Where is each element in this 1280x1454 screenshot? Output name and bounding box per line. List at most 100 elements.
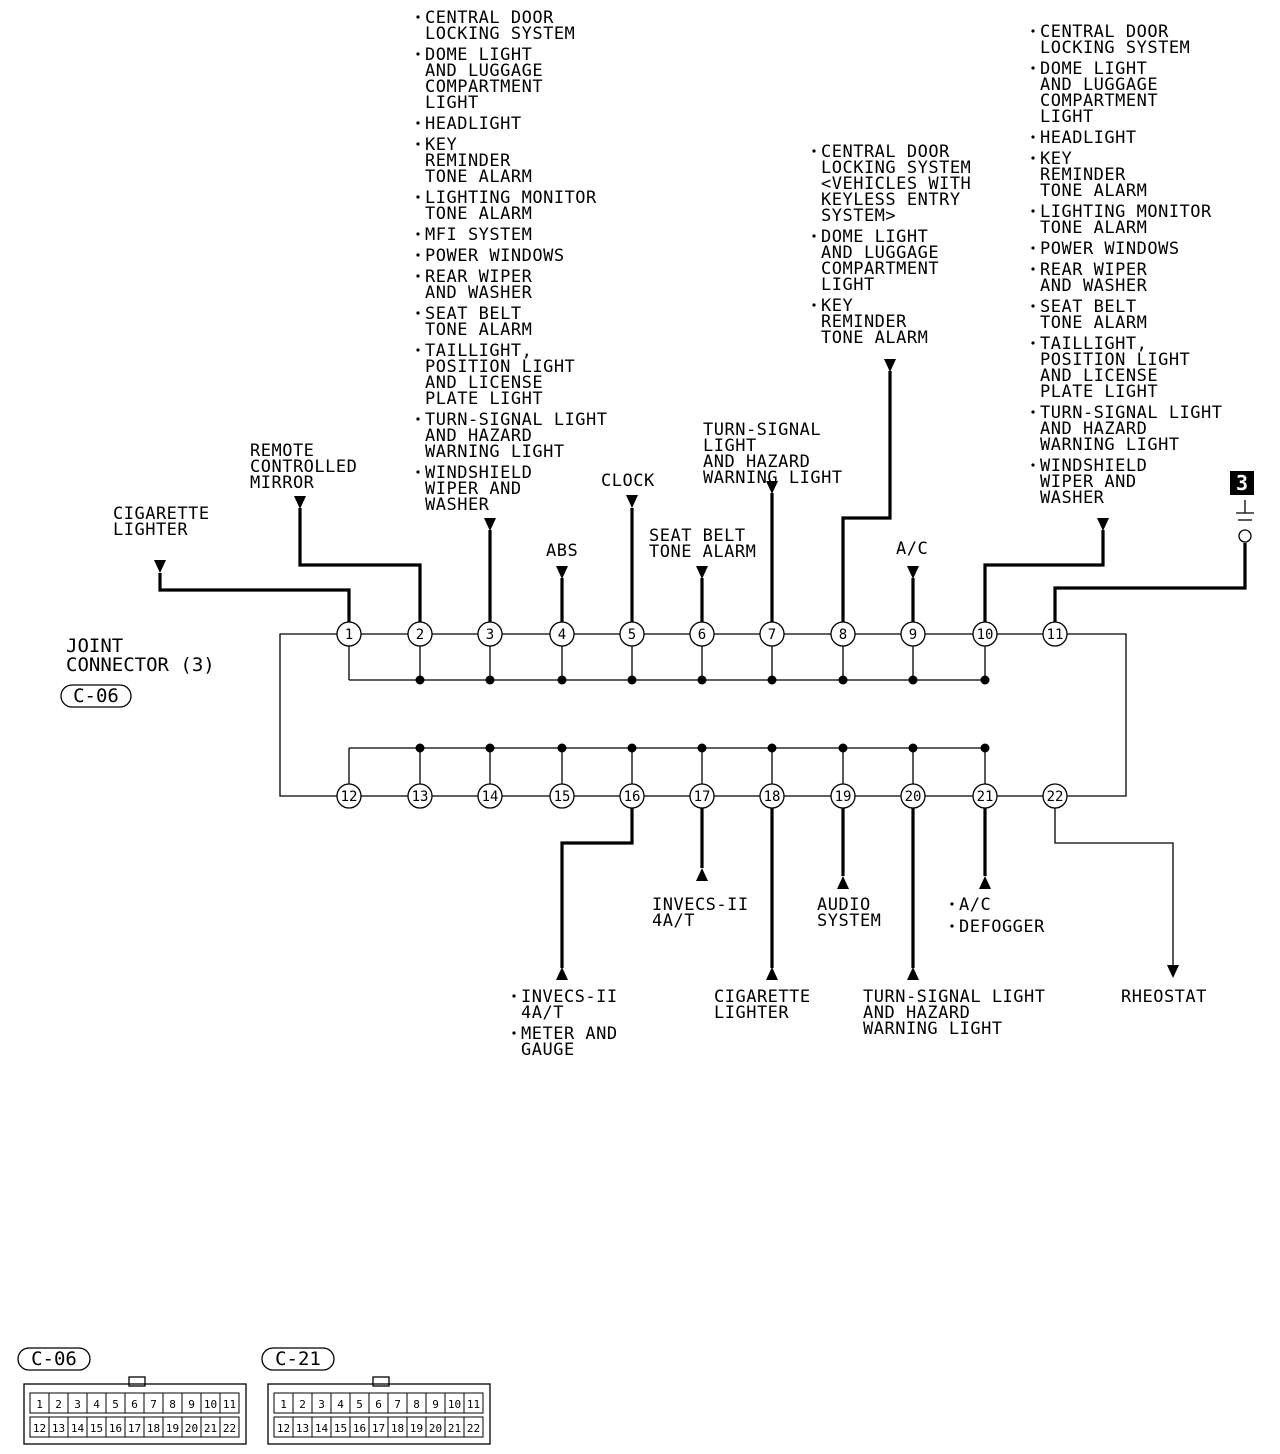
- bullet-dot: [416, 348, 420, 352]
- label-pin-19: SYSTEM: [817, 911, 881, 931]
- pin-number: 7: [768, 627, 776, 643]
- arrow-down-icon: [1097, 518, 1109, 531]
- label-pin-2: MIRROR: [250, 473, 315, 493]
- label-pin-2: CONTROLLED: [250, 457, 357, 477]
- pin-circle: [900, 783, 926, 809]
- terminal-number: 2: [299, 1398, 306, 1411]
- pin-number: 19: [835, 789, 852, 805]
- terminal-number: 10: [448, 1398, 461, 1411]
- connector-face-shell: [23, 1383, 247, 1445]
- pin-circle: [619, 621, 645, 647]
- label-pin-10: REMINDER: [1040, 165, 1126, 185]
- terminal-number: 21: [448, 1422, 461, 1435]
- junction-dot: [485, 675, 495, 685]
- label-pin-18: CIGARETTE: [714, 987, 811, 1007]
- pin-circle: [619, 783, 645, 809]
- terminal-number: 4: [93, 1398, 100, 1411]
- bullet-dot: [1031, 156, 1035, 160]
- pins-layer: [336, 621, 1068, 809]
- junction-dot: [627, 743, 637, 753]
- label-pin-3: WINDSHIELD: [425, 463, 532, 483]
- label-pin-18: LIGHTER: [714, 1003, 789, 1023]
- label-pin-8: LOCKING SYSTEM: [821, 158, 971, 178]
- terminal-number: 17: [128, 1422, 141, 1435]
- label-pin-3: TURN-SIGNAL LIGHT: [425, 410, 608, 430]
- label-pin-1: LIGHTER: [113, 520, 188, 540]
- terminal-number: 15: [90, 1422, 103, 1435]
- pin-circle: [759, 621, 785, 647]
- junction-dot: [485, 743, 495, 753]
- label-pin-16: GAUGE: [521, 1040, 575, 1060]
- label-pin-10: TONE ALARM: [1040, 218, 1147, 238]
- label-pin-3: REAR WIPER: [425, 267, 533, 287]
- label-pin-10: AND HAZARD: [1040, 419, 1147, 439]
- bullet-dot: [950, 902, 954, 906]
- label-pin-3: KEY: [425, 135, 457, 155]
- junction-dot: [980, 675, 990, 685]
- junction-dot: [557, 675, 567, 685]
- bullet-dot: [416, 470, 420, 474]
- terminal-number: 16: [109, 1422, 122, 1435]
- pin-number: 9: [909, 627, 917, 643]
- label-pin-8: LIGHT: [821, 275, 875, 295]
- bullet-dot: [950, 924, 954, 928]
- pin-number: 11: [1047, 627, 1064, 643]
- terminal-number: 20: [429, 1422, 442, 1435]
- bullet-dot: [812, 149, 816, 153]
- terminal-number: 3: [318, 1398, 325, 1411]
- face-id-badge: [261, 1347, 335, 1371]
- wire-pin-1: [158, 573, 351, 622]
- terminal-number: 8: [413, 1398, 420, 1411]
- label-pin-10: POSITION LIGHT: [1040, 350, 1190, 370]
- label-pin-3: DOME LIGHT: [425, 45, 532, 65]
- pin-number: 22: [1047, 789, 1064, 805]
- terminal-number: 19: [166, 1422, 179, 1435]
- wire-pin-8: [841, 371, 892, 622]
- pin-number: 15: [554, 789, 571, 805]
- label-pin-20: TURN-SIGNAL LIGHT: [863, 987, 1046, 1007]
- ground-number-badge: [1230, 471, 1254, 495]
- label-pin-10: LIGHTING MONITOR: [1040, 202, 1212, 222]
- label-pin-3: POWER WINDOWS: [425, 246, 565, 266]
- pin-number: 21: [977, 789, 994, 805]
- label-pin-10: AND LICENSE: [1040, 366, 1158, 386]
- junction-dot: [697, 743, 707, 753]
- bullet-dot: [512, 1031, 516, 1035]
- terminal-number: 12: [33, 1422, 46, 1435]
- pin-number: 4: [558, 627, 566, 643]
- pin-circle: [407, 783, 433, 809]
- label-pin-10: SEAT BELT: [1040, 297, 1137, 317]
- label-pin-10: DOME LIGHT: [1040, 59, 1147, 79]
- arrow-down-icon: [907, 566, 919, 579]
- junction-dot: [767, 675, 777, 685]
- label-pin-21: DEFOGGER: [959, 917, 1045, 937]
- terminal-cell: [219, 1416, 240, 1438]
- terminal-number: 7: [150, 1398, 157, 1411]
- terminal-number: 1: [36, 1398, 43, 1411]
- bullet-dot: [1031, 209, 1035, 213]
- junction-dot: [838, 675, 848, 685]
- label-pin-7: AND HAZARD: [703, 452, 810, 472]
- arrow-up-icon: [907, 967, 919, 980]
- bullet-dot: [416, 232, 420, 236]
- bullet-dot: [416, 274, 420, 278]
- label-pin-3: MFI SYSTEM: [425, 225, 532, 245]
- label-pin-16: METER AND: [521, 1024, 618, 1044]
- label-pin-16: 4A/T: [521, 1003, 564, 1023]
- label-pin-10: AND WASHER: [1040, 276, 1148, 296]
- pin-circle: [900, 621, 926, 647]
- label-pin-3: AND LUGGAGE: [425, 61, 543, 81]
- label-pin-3: LOCKING SYSTEM: [425, 24, 575, 44]
- face-id: C-21: [275, 1348, 321, 1370]
- wire-pin-2: [298, 508, 422, 622]
- pin-number: 1: [345, 627, 353, 643]
- pin-number: 13: [412, 789, 429, 805]
- terminal-number: 10: [204, 1398, 217, 1411]
- connector-face-shell: [267, 1383, 491, 1445]
- terminal-number: 22: [223, 1422, 236, 1435]
- label-pin-8: KEYLESS ENTRY: [821, 190, 961, 210]
- label-pin-20: WARNING LIGHT: [863, 1019, 1003, 1039]
- junction-dot: [838, 743, 848, 753]
- label-pin-10: WARNING LIGHT: [1040, 435, 1180, 455]
